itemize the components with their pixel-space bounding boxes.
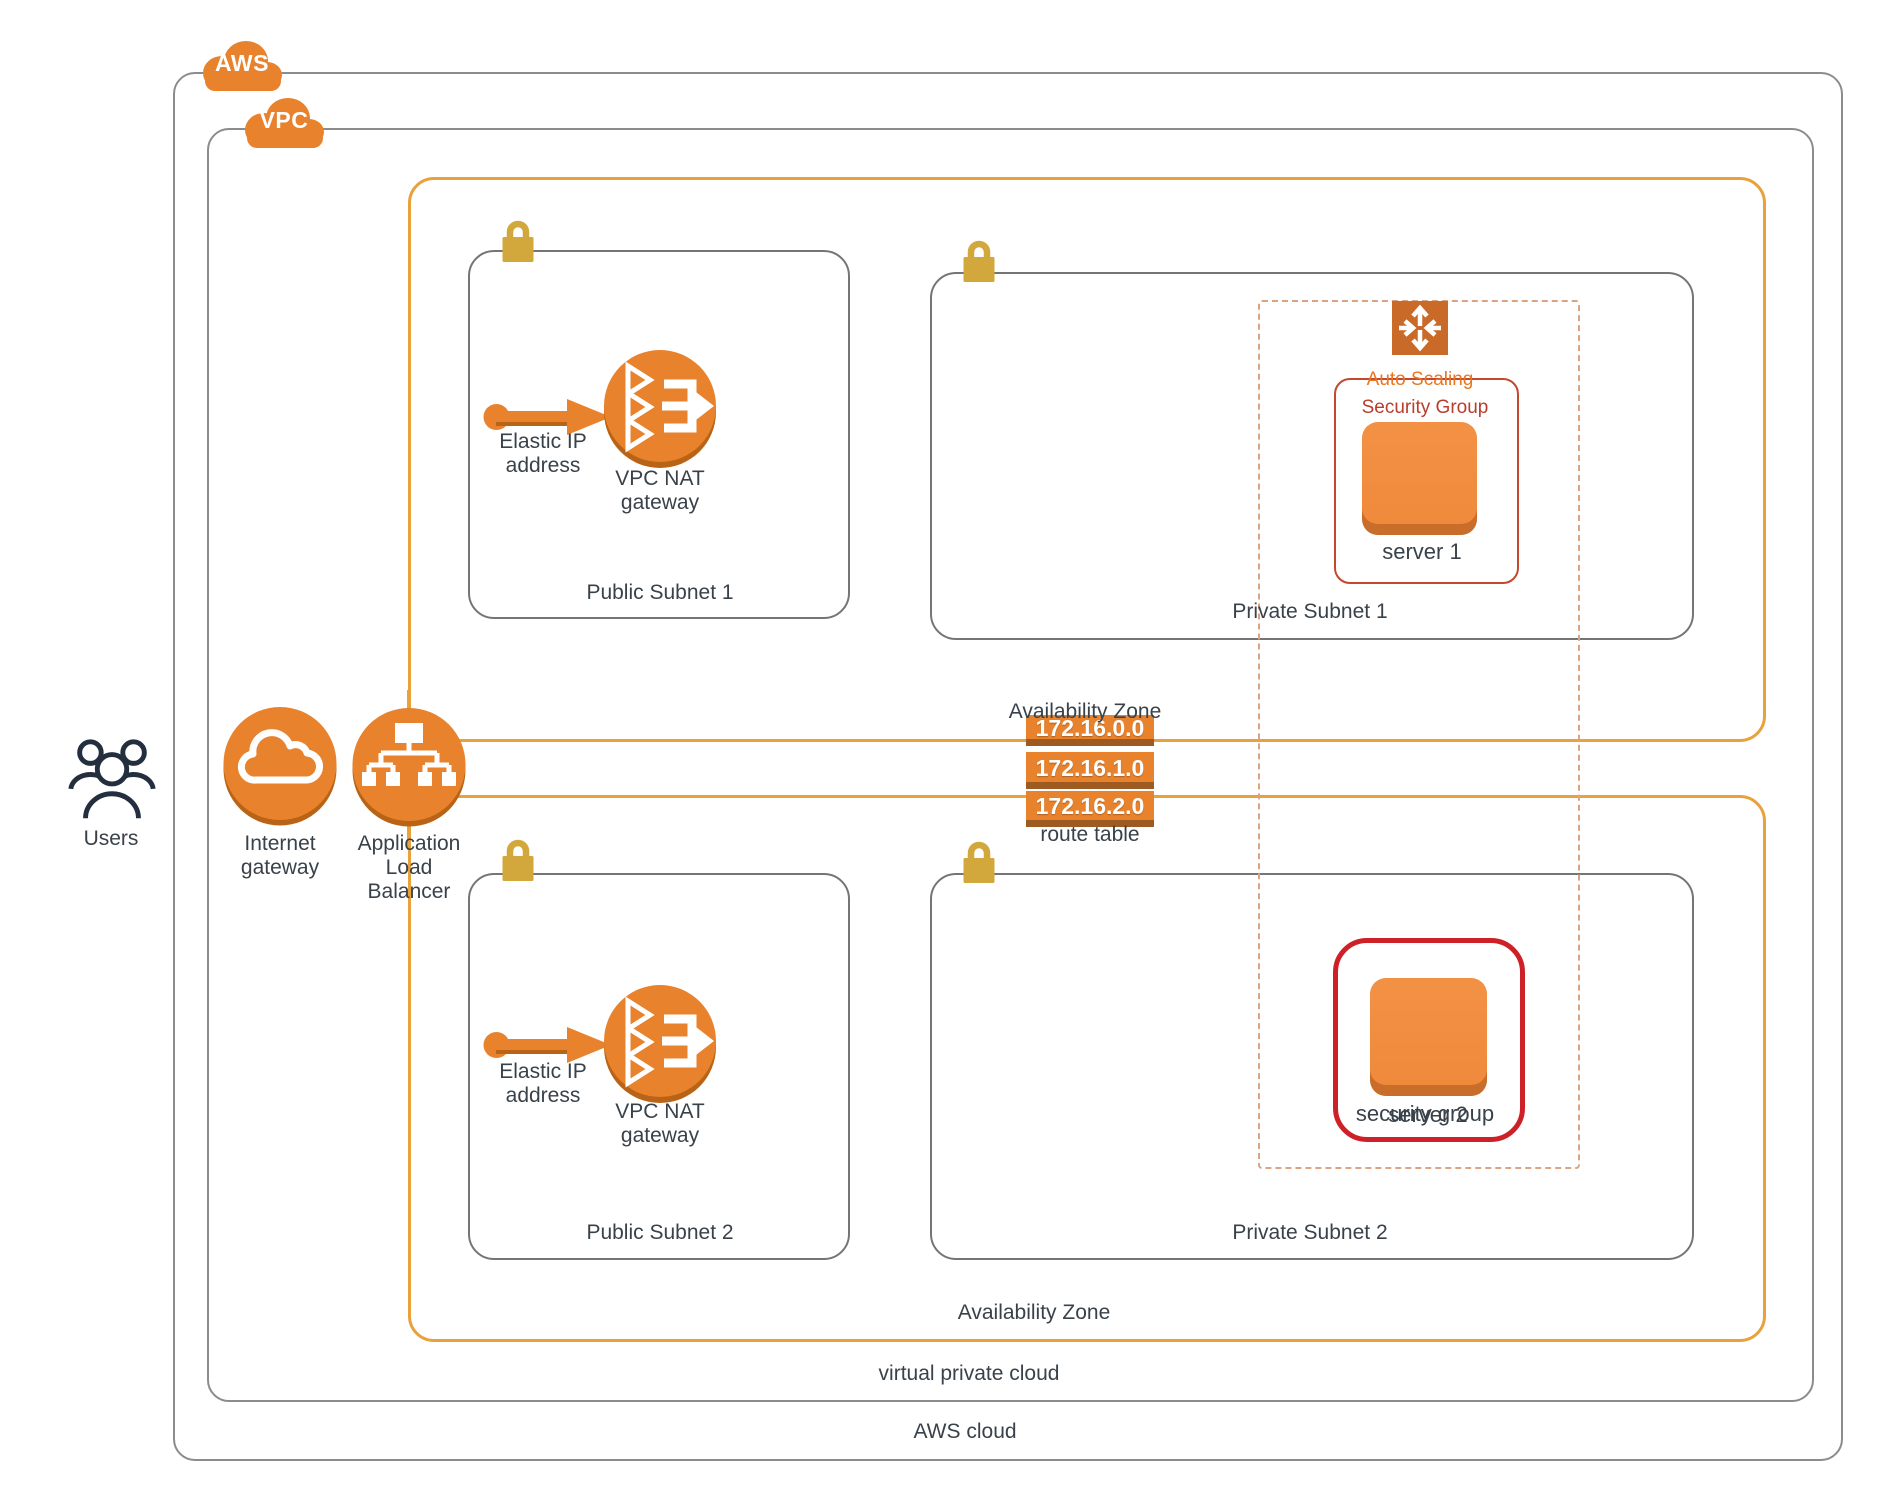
public-subnet-2-container (468, 873, 850, 1260)
private-subnet-2-label: Private Subnet 2 (1232, 1221, 1388, 1244)
lock-icon (959, 238, 999, 283)
route-table-entry: 172.16.0.0 (1026, 715, 1154, 746)
aws-cloud-container (173, 72, 1843, 1461)
server-2-icon (1370, 978, 1487, 1096)
vpc-cloud-badge: VPC (236, 90, 332, 154)
nat-gateway-icon (604, 350, 716, 468)
nat-gateway-1-label: VPC NAT gateway (615, 467, 705, 514)
lock-icon (498, 218, 538, 263)
availability-zone-1-label: Availability Zone (1008, 700, 1162, 723)
security-group-2-label: security group (1355, 1101, 1495, 1126)
route-table-entry: 172.16.2.0 (1026, 791, 1154, 827)
route-table-entry: 172.16.1.0 (1026, 752, 1154, 789)
load-balancer-label: Application Load Balancer (357, 832, 461, 903)
security-group-1-container (1334, 378, 1519, 584)
aws-cloud-badge: AWS (194, 33, 290, 97)
server-1-label: server 1 (1382, 539, 1462, 564)
elastic-ip-icon (483, 1023, 615, 1065)
auto-scaling-label: Auto Scaling (1366, 369, 1474, 390)
route-table-label: route table (1040, 823, 1140, 846)
internet-gateway-label: Internet gateway (240, 832, 320, 879)
private-subnet-1-container (930, 272, 1694, 640)
private-subnet-2-container (930, 873, 1694, 1260)
nat-gateway-2-label: VPC NAT gateway (615, 1100, 705, 1147)
server-1-icon (1362, 422, 1477, 535)
security-group-1-label: Security Group (1361, 397, 1489, 418)
lock-icon (498, 837, 538, 882)
security-group-2-container (1333, 938, 1525, 1142)
aws-badge-label: AWS (215, 50, 269, 76)
public-subnet-1-container (468, 250, 850, 619)
elastic-ip-1-label: Elastic IP address (499, 430, 587, 477)
users-icon (64, 733, 160, 831)
users-label: Users (83, 827, 139, 850)
vpc-label: virtual private cloud (878, 1362, 1060, 1385)
public-subnet-1-label: Public Subnet 1 (586, 581, 734, 604)
lock-icon (959, 839, 999, 884)
auto-scaling-icon (1392, 301, 1448, 355)
load-balancer-icon (352, 708, 466, 827)
availability-zone-2-label: Availability Zone (957, 1301, 1111, 1324)
nat-gateway-icon (604, 985, 716, 1103)
aws-cloud-label: AWS cloud (913, 1420, 1017, 1443)
vpc-container (207, 128, 1814, 1402)
public-subnet-2-label: Public Subnet 2 (586, 1221, 734, 1244)
internet-gateway-icon (223, 707, 337, 826)
private-subnet-1-label: Private Subnet 1 (1232, 600, 1388, 623)
elastic-ip-2-label: Elastic IP address (499, 1060, 587, 1107)
vpc-badge-label: VPC (259, 107, 309, 133)
server-2-label: server 2 (1388, 1102, 1468, 1127)
